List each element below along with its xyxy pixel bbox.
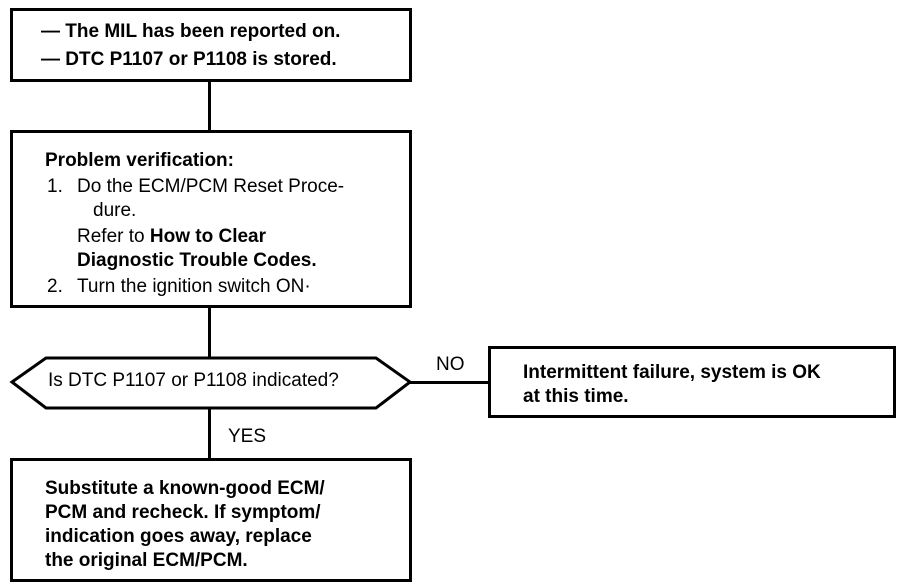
intermittent-line-2: at this time. [523, 386, 629, 407]
substitute-ecm-box: Substitute a known-good ECM/ PCM and rec… [10, 458, 412, 582]
verification-heading: Problem verification: [45, 150, 234, 171]
substitute-line-3: indication goes away, replace [45, 526, 312, 547]
step-1-number: 1. [47, 176, 63, 197]
start-line-1: — The MIL has been reported on. [41, 21, 341, 42]
step-1-line-b: dure. [93, 200, 137, 221]
intermittent-failure-box: Intermittent failure, system is OK at th… [488, 346, 896, 418]
start-condition-box: — The MIL has been reported on. — DTC P1… [10, 8, 412, 82]
substitute-line-4: the original ECM/PCM. [45, 550, 248, 571]
step-1-line-a: Do the ECM/PCM Reset Proce- [77, 176, 345, 197]
step-1-link-a: How to Clear [149, 226, 266, 247]
step-2-number: 2. [47, 276, 63, 297]
no-label: NO [436, 354, 465, 375]
connector-start-to-verify [208, 82, 211, 130]
substitute-line-1: Substitute a known-good ECM/ [45, 478, 325, 499]
connector-decision-to-substitute [208, 408, 211, 458]
step-1-line-c: Refer to How to Clear [77, 225, 266, 249]
step-2-text: Turn the ignition switch ON· [77, 276, 311, 297]
connector-verify-to-decision [208, 308, 211, 358]
decision-question: Is DTC P1107 or P1108 indicated? [48, 370, 339, 391]
intermittent-line-1: Intermittent failure, system is OK [523, 362, 821, 383]
step-1-link-b: Diagnostic Trouble Codes. [77, 250, 317, 271]
yes-label: YES [228, 426, 267, 447]
step-1-refer-text: Refer to [77, 226, 145, 247]
connector-decision-to-intermittent [410, 381, 488, 384]
substitute-line-2: PCM and recheck. If symptom/ [45, 502, 321, 523]
problem-verification-box: Problem verification: 1. Do the ECM/PCM … [10, 130, 412, 308]
start-line-2: — DTC P1107 or P1108 is stored. [41, 49, 337, 70]
